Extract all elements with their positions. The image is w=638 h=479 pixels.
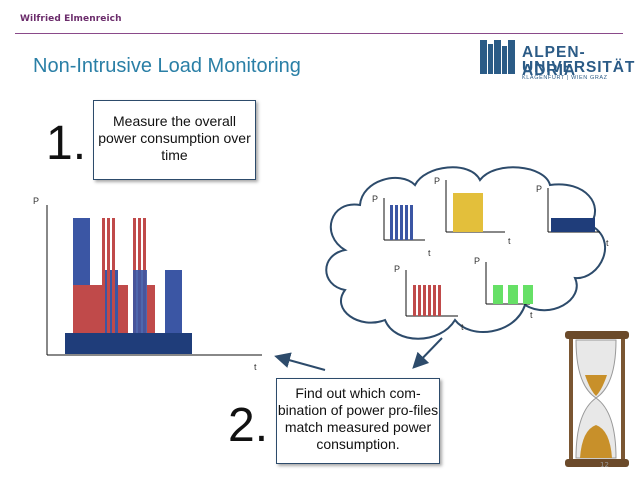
logo-line3: KLAGENFURT | WIEN GRAZ xyxy=(522,75,608,81)
svg-text:t: t xyxy=(606,238,609,248)
profile-yellow: P t xyxy=(434,176,511,246)
svg-text:t: t xyxy=(461,322,464,332)
arrow-cloud-to-box xyxy=(412,337,443,369)
university-logo-icon xyxy=(480,40,515,74)
svg-text:P: P xyxy=(474,256,480,266)
page-number: 12 xyxy=(600,461,609,469)
svg-text:P: P xyxy=(394,264,400,274)
svg-text:t: t xyxy=(508,236,511,246)
svg-text:P: P xyxy=(536,184,542,194)
main-t-label: t xyxy=(254,362,257,372)
step1-number: 1. xyxy=(46,117,87,170)
step2-box: Find out which com-bination of power pro… xyxy=(276,378,440,464)
svg-text:t: t xyxy=(530,310,533,320)
slide-title: Non-Intrusive Load Monitoring xyxy=(33,55,301,77)
aggregate-signal xyxy=(65,218,192,354)
profile-darkblue: P t xyxy=(536,184,609,248)
step1-box: Measure the overall power consumption ov… xyxy=(93,100,256,180)
hourglass-icon xyxy=(565,331,629,467)
step1-text: Measure the overall power consumption ov… xyxy=(98,113,251,163)
svg-text:t: t xyxy=(428,248,431,258)
cloud-shape xyxy=(325,166,607,340)
logo-line1: ALPEN-ADRIA xyxy=(522,44,586,79)
step2-number: 2. xyxy=(228,399,269,452)
step2-text: Find out which com-bination of power pro… xyxy=(277,385,439,452)
main-p-label: P xyxy=(33,196,39,206)
profile-red-stripes: P t xyxy=(394,264,464,332)
svg-text:P: P xyxy=(372,194,378,204)
profile-green: P t xyxy=(474,256,533,320)
author-name: Wilfried Elmenreich xyxy=(20,14,122,24)
profile-blue-stripes: P t xyxy=(372,194,431,258)
arrow-box-to-chart xyxy=(274,352,326,371)
header-divider xyxy=(15,33,623,34)
svg-text:P: P xyxy=(434,176,440,186)
logo-line2: UNIVERSITÄT xyxy=(522,59,636,76)
